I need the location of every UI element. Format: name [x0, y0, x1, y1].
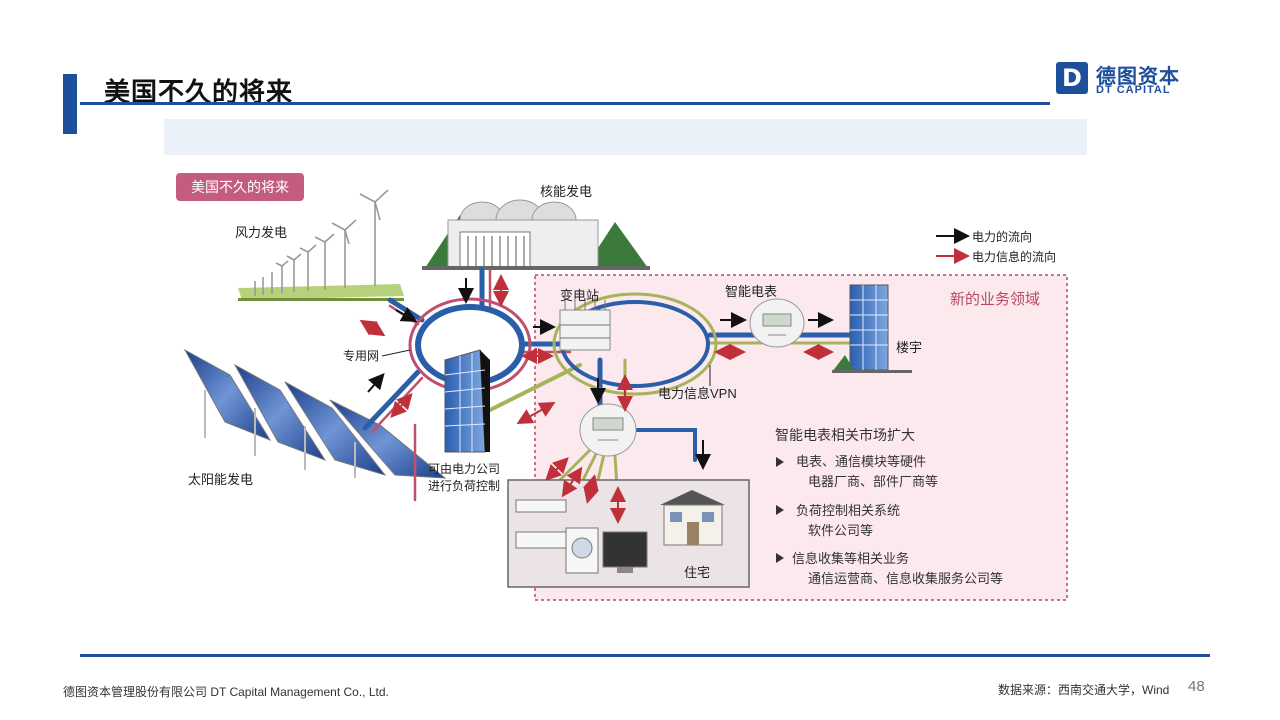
title-accent-bar — [63, 74, 77, 134]
home-meter-icon — [579, 403, 637, 457]
wind-farm-icon — [238, 189, 404, 301]
house-icon — [660, 490, 725, 546]
diagram-tag: 美国不久的将来 — [191, 179, 289, 195]
title-underline — [80, 102, 1050, 105]
appliances-icon — [515, 499, 648, 574]
bullet-icon — [776, 505, 784, 515]
office-building-icon — [444, 349, 490, 453]
footer-company: 德图资本管理股份有限公司 DT Capital Management Co., … — [63, 685, 389, 699]
legend: 电力的流向 电力信息的流向 — [936, 228, 1056, 264]
subtitle-banner — [164, 119, 1087, 155]
substation-icon — [559, 296, 611, 351]
legend-info-label: 电力信息的流向 — [972, 249, 1056, 264]
power-flow-arrows — [367, 278, 834, 470]
nuclear-plant-icon — [422, 199, 650, 270]
new-business-label: 新的业务领域 — [950, 291, 1040, 308]
logo-text-en: DT CAPITAL — [1096, 84, 1171, 96]
market-title: 智能电表相关市场扩大 — [775, 427, 915, 443]
market-item-2-line2: 软件公司等 — [808, 523, 873, 538]
logo-text-cn: 德图资本 — [1096, 66, 1180, 88]
solar-label: 太阳能发电 — [188, 472, 253, 487]
power-line-solar — [362, 369, 421, 431]
footer-source: 数据来源：西南交通大学，Wind — [998, 683, 1170, 697]
logo-mark-icon: D — [1056, 62, 1088, 94]
vpn-line-building — [488, 363, 582, 412]
diagram-tag-bg — [176, 173, 304, 201]
load-control-label-1: 可由电力公司 — [428, 462, 500, 476]
company-logo: D 德图资本 DT CAPITAL — [1056, 62, 1196, 98]
market-item-1-line2: 电器厂商、部件厂商等 — [808, 474, 938, 489]
market-item-3-line1: 信息收集等相关业务 — [792, 551, 909, 566]
market-item-3-line2: 通信运营商、信息收集服务公司等 — [808, 571, 1003, 586]
bullet-icon — [776, 553, 784, 563]
footer-rule — [80, 654, 1210, 657]
legend-power-label: 电力的流向 — [972, 229, 1032, 244]
market-list: 电表、通信模块等硬件 电器厂商、部件厂商等 负荷控制相关系统 软件公司等 信息收… — [776, 454, 1003, 586]
load-control-label-2: 进行负荷控制 — [428, 479, 500, 493]
page-number: 48 — [1188, 678, 1205, 695]
market-item-2-line1: 负荷控制相关系统 — [796, 503, 900, 518]
smart-grid-diagram: 新的业务领域 美国不久的将来 风力发电 核能发电 — [176, 173, 1068, 601]
smart-meter-icon — [749, 298, 805, 348]
solar-panel-icon — [183, 348, 447, 479]
tower-building-icon — [832, 284, 912, 373]
substation-label: 变电站 — [560, 288, 599, 303]
vpn-label: 电力信息VPN — [658, 386, 737, 401]
nuclear-label: 核能发电 — [540, 184, 592, 199]
house-label: 住宅 — [684, 565, 710, 580]
smart-meter-label: 智能电表 — [725, 284, 777, 299]
wind-label: 风力发电 — [235, 225, 287, 240]
building-label: 楼宇 — [896, 340, 922, 355]
private-grid-label: 专用网 — [343, 348, 379, 363]
info-flow-arrows — [359, 274, 834, 524]
bullet-icon — [776, 457, 784, 467]
market-item-1-line1: 电表、通信模块等硬件 — [796, 454, 926, 469]
